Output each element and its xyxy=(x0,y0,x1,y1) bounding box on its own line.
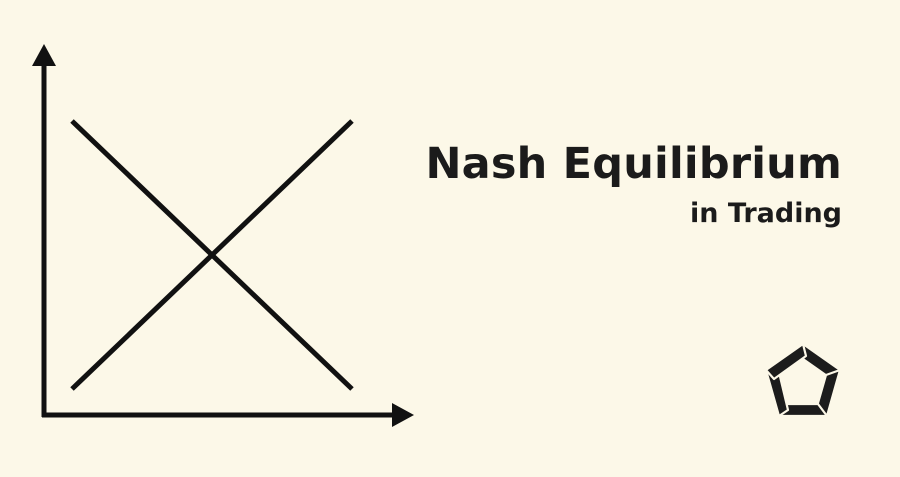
title-block: Nash Equilibrium in Trading xyxy=(425,138,842,232)
page-title: Nash Equilibrium xyxy=(425,139,842,189)
page-subtitle: in Trading xyxy=(690,198,842,229)
y-axis-arrowhead xyxy=(32,44,56,66)
pentagon-swirl-logo-icon xyxy=(764,342,842,418)
supply-line xyxy=(70,119,354,391)
x-axis-arrowhead xyxy=(392,403,414,427)
